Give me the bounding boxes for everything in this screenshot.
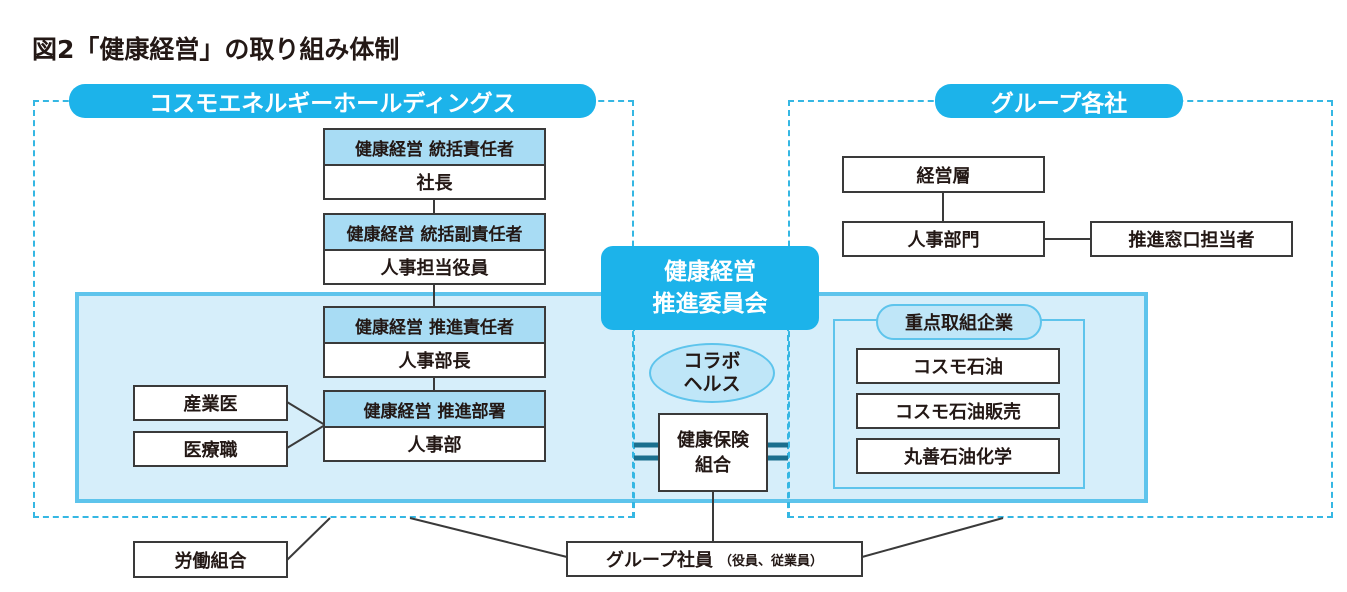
line-group-to-employees bbox=[861, 517, 1004, 558]
collabo-health-ellipse: コラボ ヘルス bbox=[649, 343, 775, 403]
role-box-promotion-manager: 健康経営 推進責任者 人事部長 bbox=[323, 306, 546, 378]
role-title: 健康経営 推進責任者 bbox=[325, 308, 544, 344]
line-medical-to-dept bbox=[286, 401, 327, 449]
collabo-line2: ヘルス bbox=[683, 373, 741, 395]
health-committee: 健康経営 推進委員会 bbox=[601, 246, 819, 330]
role-title: 健康経営 推進部署 bbox=[325, 392, 544, 428]
role-title: 健康経営 統括責任者 bbox=[325, 130, 544, 166]
group-employees-box: グループ社員 （役員、従業員） bbox=[566, 541, 863, 577]
role-title: 健康経営 統括副責任者 bbox=[325, 215, 544, 251]
role-box-promotion-dept: 健康経営 推進部署 人事部 bbox=[323, 390, 546, 462]
line-holdings-to-employees bbox=[409, 517, 568, 558]
health-insurance-box: 健康保険 組合 bbox=[658, 413, 768, 492]
focus-company: コスモ石油 bbox=[856, 348, 1060, 384]
management-box: 経営層 bbox=[842, 156, 1045, 193]
medical-staff-box: 医療職 bbox=[133, 431, 288, 467]
focus-company: 丸善石油化学 bbox=[856, 438, 1060, 474]
insurance-line2: 組合 bbox=[695, 454, 731, 476]
hr-division-box: 人事部門 bbox=[842, 221, 1045, 257]
committee-line2: 推進委員会 bbox=[652, 291, 768, 317]
committee-dashed-right bbox=[787, 276, 789, 518]
role-box-deputy-manager: 健康経営 統括副責任者 人事担当役員 bbox=[323, 213, 546, 285]
role-holder: 人事部長 bbox=[398, 351, 471, 372]
occupational-physician-box: 産業医 bbox=[133, 385, 288, 421]
contact-person-box: 推進窓口担当者 bbox=[1090, 221, 1293, 257]
focus-company: コスモ石油販売 bbox=[856, 393, 1060, 429]
holdings-label: コスモエネルギーホールディングス bbox=[69, 84, 596, 118]
labor-union-box: 労働組合 bbox=[133, 541, 288, 578]
focus-companies-label: 重点取組企業 bbox=[876, 304, 1042, 340]
role-holder: 社長 bbox=[416, 173, 453, 194]
line-union-to-holdings bbox=[286, 517, 331, 561]
employees-label: グループ社員 bbox=[606, 550, 713, 571]
collabo-line1: コラボ bbox=[683, 350, 741, 372]
employees-note: （役員、従業員） bbox=[718, 553, 823, 569]
committee-line1: 健康経営 bbox=[664, 259, 756, 285]
role-box-general-manager: 健康経営 統括責任者 社長 bbox=[323, 128, 546, 200]
group-companies-label: グループ各社 bbox=[935, 84, 1183, 118]
role-holder: 人事部 bbox=[407, 435, 462, 456]
figure-title: 図2「健康経営」の取り組み体制 bbox=[32, 35, 400, 64]
role-holder: 人事担当役員 bbox=[380, 258, 489, 279]
committee-dashed-left bbox=[633, 276, 635, 518]
insurance-line1: 健康保険 bbox=[677, 429, 749, 451]
